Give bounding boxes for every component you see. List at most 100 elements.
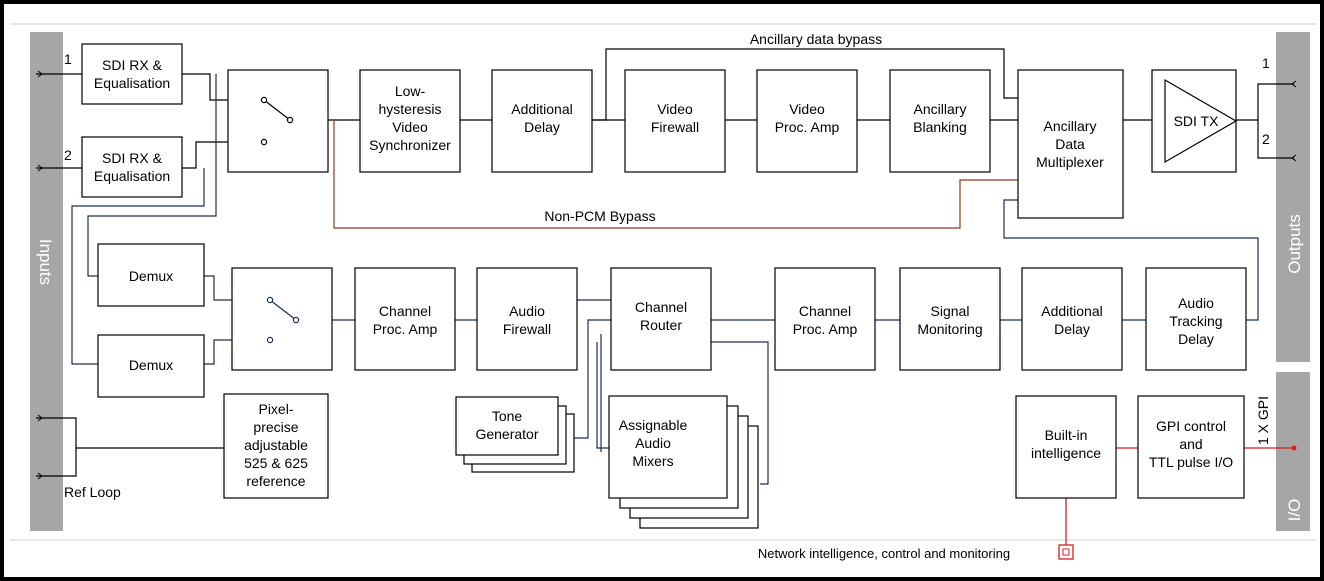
audio-input-selector (231, 267, 333, 371)
block-assignable-mixers: Assignable Audio Mixers (608, 395, 759, 529)
svg-text:Delay: Delay (524, 119, 560, 135)
svg-text:Ancillary: Ancillary (1044, 118, 1097, 134)
svg-text:Generator: Generator (475, 426, 538, 442)
svg-text:Delay: Delay (1054, 321, 1090, 337)
svg-text:Equalisation: Equalisation (94, 75, 170, 91)
svg-text:intelligence: intelligence (1031, 445, 1101, 461)
svg-text:Monitoring: Monitoring (917, 321, 982, 337)
svg-text:Additional: Additional (511, 101, 573, 117)
video-input-selector (227, 69, 329, 173)
svg-text:Video: Video (392, 119, 428, 135)
block-sdi-rx-1: SDI RX & Equalisation (81, 43, 183, 105)
block-demux-1: Demux (97, 243, 205, 307)
block-demux-2: Demux (97, 334, 205, 398)
svg-text:Proc. Amp: Proc. Amp (373, 321, 438, 337)
svg-text:reference: reference (246, 473, 305, 489)
svg-text:SDI RX &: SDI RX & (102, 150, 163, 166)
block-audio-tracking-delay: Audio Tracking Delay (1145, 267, 1247, 371)
block-additional-delay-audio: Additional Delay (1021, 267, 1123, 371)
ref-loop-label: Ref Loop (64, 484, 121, 500)
svg-text:525 & 625: 525 & 625 (244, 455, 308, 471)
svg-text:Demux: Demux (129, 357, 173, 373)
svg-text:Video: Video (789, 101, 825, 117)
output-2-label: 2 (1262, 131, 1270, 147)
outputs-band (1276, 32, 1310, 362)
svg-text:Firewall: Firewall (503, 321, 551, 337)
ancillary-bypass-label: Ancillary data bypass (750, 31, 882, 47)
block-video-proc-amp: Video Proc. Amp (756, 69, 858, 173)
block-gpi-control: GPI control and TTL pulse I/O (1137, 395, 1245, 499)
svg-text:Delay: Delay (1178, 331, 1214, 347)
block-video-firewall: Video Firewall (624, 69, 726, 173)
svg-text:Channel: Channel (799, 303, 851, 319)
io-band-label: I/O (1285, 499, 1304, 522)
svg-text:Audio: Audio (509, 303, 545, 319)
svg-text:and: and (1179, 436, 1202, 452)
block-channel-proc-amp-1: Channel Proc. Amp (354, 267, 456, 371)
block-ancillary-multiplexer: Ancillary Data Multiplexer (1017, 69, 1124, 219)
block-audio-firewall: Audio Firewall (476, 267, 578, 371)
svg-text:Proc. Amp: Proc. Amp (775, 119, 840, 135)
svg-text:Low-: Low- (395, 83, 426, 99)
svg-text:Audio: Audio (1178, 295, 1214, 311)
output-1-label: 1 (1262, 55, 1270, 71)
svg-text:Equalisation: Equalisation (94, 168, 170, 184)
block-signal-monitoring: Signal Monitoring (899, 267, 1001, 371)
svg-text:Tracking: Tracking (1169, 313, 1222, 329)
block-tone-generator: Tone Generator (455, 396, 575, 473)
input-1-label: 1 (64, 51, 72, 67)
svg-text:Pixel-: Pixel- (258, 401, 293, 417)
network-wires (1065, 445, 1297, 546)
svg-text:Firewall: Firewall (651, 119, 699, 135)
svg-text:GPI control: GPI control (1156, 418, 1226, 434)
block-sdi-tx: SDI TX (1151, 69, 1238, 173)
svg-text:Video: Video (657, 101, 693, 117)
block-built-in-intelligence: Built-in intelligence (1015, 395, 1117, 499)
block-additional-delay-video: Additional Delay (491, 69, 593, 173)
svg-text:Multiplexer: Multiplexer (1036, 154, 1104, 170)
block-channel-proc-amp-2: Channel Proc. Amp (774, 267, 876, 371)
block-sdi-rx-2: SDI RX & Equalisation (81, 136, 183, 198)
gpi-label: 1 X GPI (1255, 396, 1271, 445)
network-label: Network intelligence, control and monito… (758, 546, 1010, 561)
svg-text:Additional: Additional (1041, 303, 1103, 319)
svg-text:Mixers: Mixers (632, 453, 673, 469)
non-pcm-bypass-label: Non-PCM Bypass (544, 208, 655, 224)
svg-text:Blanking: Blanking (913, 119, 967, 135)
svg-text:Router: Router (640, 317, 682, 333)
svg-text:Data: Data (1055, 136, 1085, 152)
inputs-band (30, 32, 63, 531)
svg-text:Signal: Signal (931, 303, 970, 319)
svg-text:Proc. Amp: Proc. Amp (793, 321, 858, 337)
svg-text:Built-in: Built-in (1045, 427, 1088, 443)
svg-text:adjustable: adjustable (244, 437, 308, 453)
svg-text:Ancillary: Ancillary (914, 101, 967, 117)
audio-switch-symbol (266, 296, 300, 344)
svg-text:precise: precise (253, 419, 298, 435)
svg-text:Synchronizer: Synchronizer (369, 137, 451, 153)
video-switch-symbol (260, 96, 294, 146)
inputs-band-label: Inputs (36, 239, 55, 285)
svg-text:Demux: Demux (129, 268, 173, 284)
svg-text:Audio: Audio (635, 435, 671, 451)
block-synchronizer: Low- hysteresis Video Synchronizer (359, 69, 461, 173)
block-channel-router: Channel Router (610, 267, 712, 371)
svg-text:Channel: Channel (635, 299, 687, 315)
block-ancillary-blanking: Ancillary Blanking (889, 69, 991, 173)
svg-text:SDI RX &: SDI RX & (102, 57, 163, 73)
svg-text:hysteresis: hysteresis (378, 101, 441, 117)
network-connector-icon (1058, 544, 1074, 560)
svg-text:Channel: Channel (379, 303, 431, 319)
input-2-label: 2 (64, 147, 72, 163)
block-reference: Pixel- precise adjustable 525 & 625 refe… (223, 393, 329, 499)
ref-wires (36, 417, 224, 477)
port-markers (37, 70, 1297, 480)
svg-text:TTL pulse I/O: TTL pulse I/O (1149, 454, 1233, 470)
svg-text:Assignable: Assignable (619, 417, 688, 433)
outputs-band-label: Outputs (1285, 214, 1304, 274)
io-band (1276, 372, 1310, 531)
non-pcm-bypass-wire (333, 120, 1018, 229)
svg-text:Tone: Tone (492, 408, 523, 424)
svg-text:SDI TX: SDI TX (1174, 113, 1220, 129)
